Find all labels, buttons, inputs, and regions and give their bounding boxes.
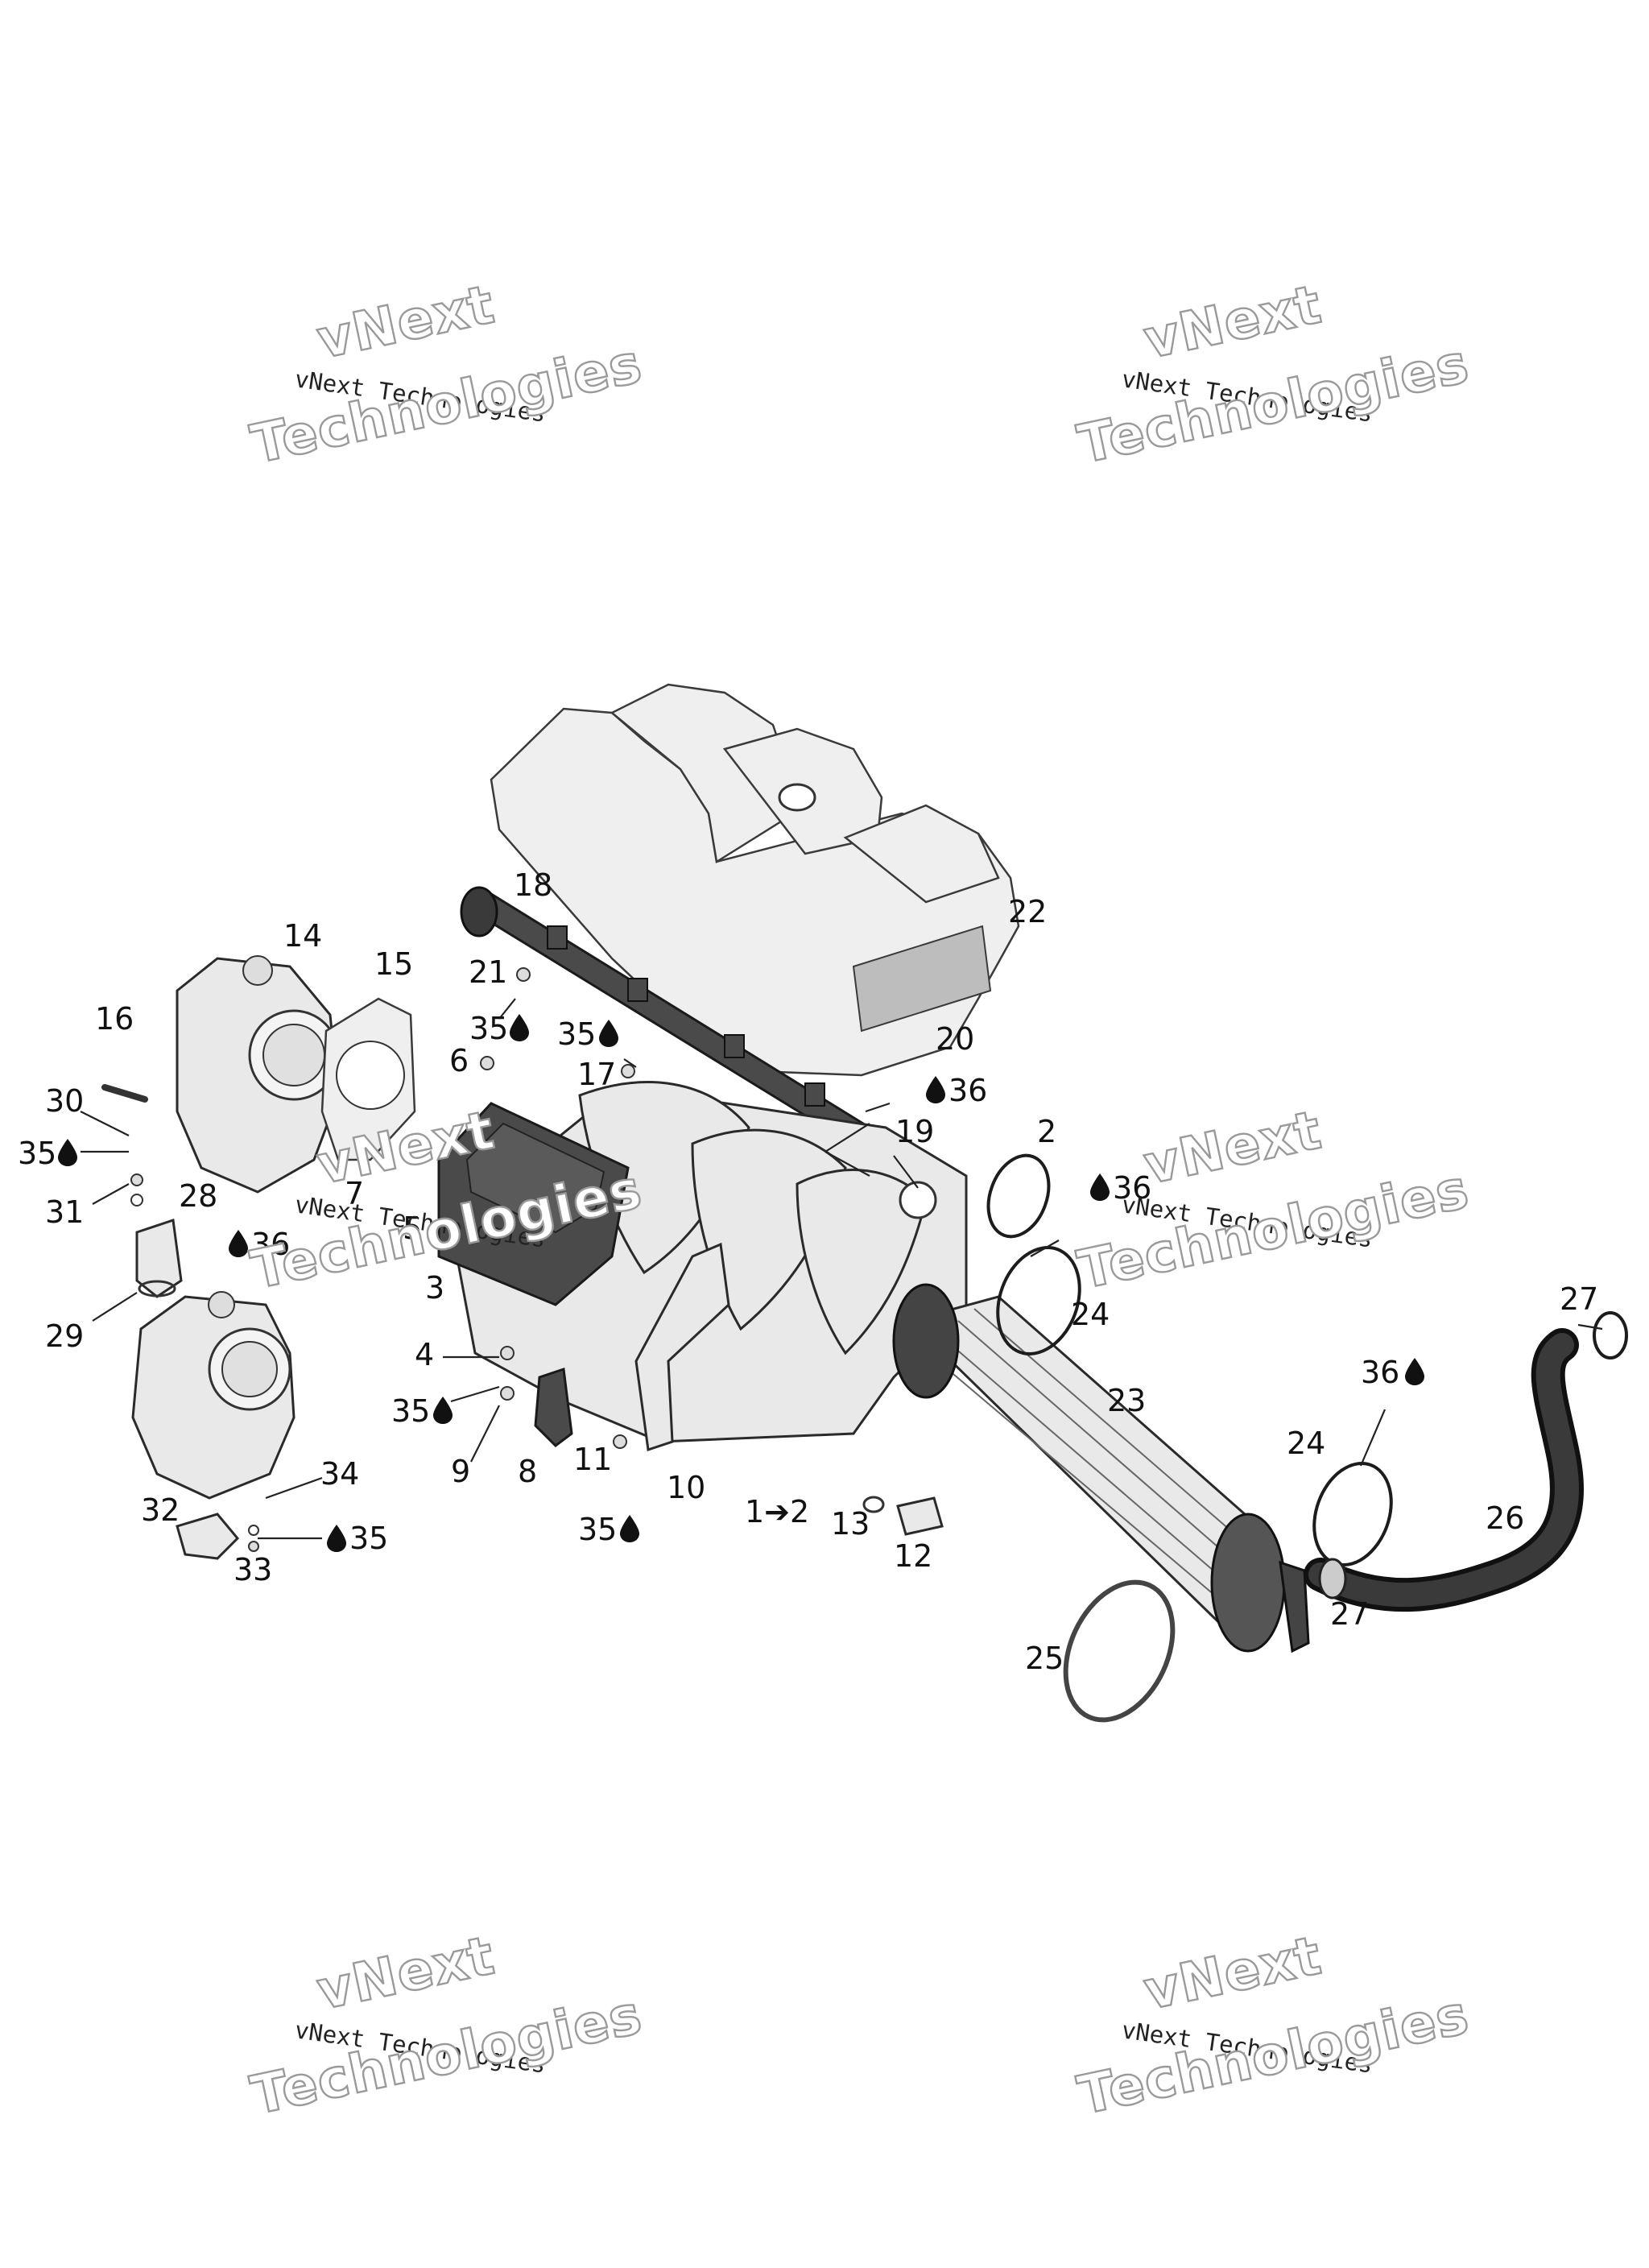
- o-ring-24a-part: [996, 1246, 1081, 1355]
- callout-34: 34: [320, 1456, 359, 1492]
- watermark-big-a: vNext: [1139, 1099, 1326, 1197]
- watermark-big-a: vNext: [1139, 273, 1326, 371]
- callout-35e: 35: [578, 1512, 617, 1547]
- callout-labels: 1➔2 2 3 4 5 6 7 8 9 10 11 12 13 14 15 16…: [18, 867, 1598, 1676]
- sealant-drop-icon: [58, 1139, 77, 1166]
- callout-17: 17: [577, 1057, 616, 1092]
- callout-35f: 35: [349, 1521, 388, 1556]
- sealant-drop-icon: [599, 1020, 618, 1047]
- callout-18: 18: [514, 867, 552, 903]
- temperature-sensor-part: [896, 1496, 944, 1536]
- support-bracket-part: [634, 1242, 730, 1451]
- callout-25: 25: [1025, 1641, 1064, 1676]
- callout-9: 9: [451, 1454, 470, 1489]
- watermark-big-a: vNext: [1139, 1924, 1326, 2022]
- sealant-drop-icon: [1405, 1358, 1424, 1385]
- callout-1: 1➔2: [745, 1494, 809, 1529]
- watermark-top-left: vNext vNext Technologies Technologies: [245, 272, 648, 477]
- clamp-piece-part: [534, 1367, 573, 1447]
- intercooler-part: [892, 1283, 1310, 1653]
- callout-35c: 35: [557, 1016, 596, 1052]
- callout-16: 16: [95, 1001, 134, 1037]
- watermark-big-b: Technologies: [246, 1984, 647, 2127]
- watermark-big-b: Technologies: [246, 333, 647, 476]
- bracket-part: [176, 1513, 240, 1560]
- callout-30: 30: [45, 1083, 84, 1119]
- callout-35d: 35: [391, 1393, 430, 1429]
- watermark-bottom-right: vNext vNext Technologies Technologies: [1072, 1923, 1475, 2128]
- leader-lines: [80, 998, 1603, 1540]
- watermark-bottom-left: vNext vNext Technologies Technologies: [245, 1923, 648, 2128]
- callout-4: 4: [415, 1337, 434, 1372]
- callout-7: 7: [345, 1176, 364, 1211]
- callout-6: 6: [449, 1043, 469, 1078]
- callout-27a: 27: [1560, 1281, 1598, 1317]
- callout-35a: 35: [18, 1136, 56, 1171]
- o-ring-24b-part: [1312, 1462, 1393, 1566]
- callout-14: 14: [283, 918, 322, 954]
- callout-28: 28: [179, 1178, 217, 1214]
- callout-20: 20: [936, 1021, 974, 1057]
- fuel-rail-part: [460, 886, 872, 1150]
- callout-3: 3: [425, 1270, 444, 1306]
- callout-33: 33: [234, 1552, 272, 1587]
- callout-8: 8: [518, 1454, 537, 1489]
- callout-2: 2: [1037, 1114, 1056, 1149]
- clamp-27a-part: [1593, 1311, 1628, 1360]
- callout-27b: 27: [1330, 1596, 1369, 1632]
- callout-36b: 36: [948, 1073, 987, 1108]
- watermark-big-a: vNext: [312, 1924, 499, 2022]
- callout-5: 5: [403, 1211, 422, 1246]
- sealant-drop-icon: [620, 1515, 639, 1542]
- callout-29: 29: [45, 1318, 84, 1354]
- sealant-drop-icon: [510, 1014, 529, 1041]
- callout-10: 10: [667, 1470, 705, 1505]
- callout-24b: 24: [1287, 1426, 1325, 1461]
- callout-36a: 36: [251, 1227, 290, 1262]
- watermark-mid-right: vNext vNext Technologies Technologies: [1072, 1098, 1475, 1302]
- callout-13: 13: [831, 1506, 870, 1542]
- callout-19: 19: [895, 1114, 934, 1149]
- watermark-top-right: vNext vNext Technologies Technologies: [1072, 272, 1475, 477]
- fastener-parts: [101, 967, 635, 1552]
- sealant-drop-icon: [229, 1230, 248, 1257]
- sealant-drop-icon: [433, 1397, 453, 1424]
- callout-21: 21: [469, 954, 507, 990]
- sealant-drop-icon: [327, 1525, 346, 1552]
- washer-13-part: [862, 1496, 885, 1513]
- watermark-big-b: Technologies: [1072, 1984, 1474, 2127]
- gasket-ring-2-part: [986, 1153, 1051, 1239]
- watermark-big-b: Technologies: [1072, 333, 1474, 476]
- callout-22: 22: [1008, 894, 1047, 929]
- callout-31: 31: [45, 1194, 84, 1230]
- o-ring-29-part: [138, 1280, 176, 1297]
- callout-23: 23: [1107, 1383, 1146, 1418]
- engine-cover-part: [490, 683, 1020, 1077]
- callout-36c: 36: [1113, 1170, 1151, 1206]
- callout-35b: 35: [469, 1011, 508, 1046]
- hose-part: [1304, 1328, 1584, 1612]
- callout-15: 15: [374, 946, 413, 982]
- callout-24a: 24: [1071, 1297, 1110, 1332]
- callout-12: 12: [894, 1538, 932, 1574]
- throttle-body-lower-part: [131, 1291, 295, 1500]
- throttle-body-upper-part: [176, 955, 340, 1194]
- sealant-drop-icon: [926, 1076, 945, 1103]
- callout-32: 32: [141, 1492, 180, 1528]
- electronic-module-part: [437, 1102, 630, 1306]
- sealant-drop-icon: [1090, 1173, 1110, 1201]
- gasket-part: [320, 997, 416, 1161]
- clamp-27b-part: [1318, 1558, 1347, 1600]
- callout-11: 11: [573, 1442, 612, 1477]
- sensor-part: [135, 1219, 183, 1298]
- callout-36d: 36: [1361, 1355, 1399, 1390]
- callout-26: 26: [1486, 1500, 1524, 1536]
- watermark-big-a: vNext: [312, 273, 499, 371]
- hose-clamp-25-part: [1063, 1579, 1176, 1723]
